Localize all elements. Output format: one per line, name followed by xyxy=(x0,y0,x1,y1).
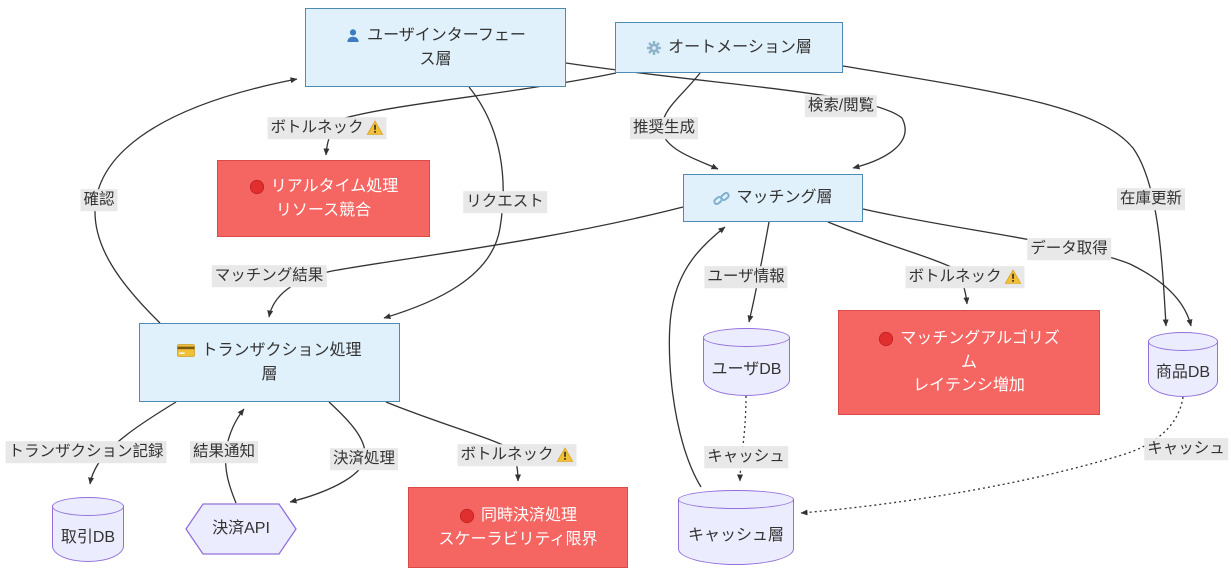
edge-label-cache-user: キャッシュ xyxy=(704,446,788,468)
red-circle-icon xyxy=(459,508,475,524)
node-label-matching-bottleneck: マッチングアルゴリズ ム レイテンシ増加 xyxy=(900,330,1060,395)
hexagon-shape xyxy=(185,503,297,555)
node-transaction-layer[interactable]: トランザクション処理 層 xyxy=(139,323,400,402)
edge-automation-to-itemdb xyxy=(842,65,1169,327)
edge-label-cache-item: キャッシュ xyxy=(1144,438,1228,460)
edge-label-result-notify: 結果通知 xyxy=(189,441,259,463)
link-icon xyxy=(713,191,731,206)
node-transaction-db[interactable]: 取引DB xyxy=(51,497,125,562)
node-matching-layer[interactable]: マッチング層 xyxy=(683,174,863,222)
node-label-automation-layer: オートメーション層 xyxy=(668,38,812,56)
edge-label-recommend: 推奨生成 xyxy=(629,117,699,139)
node-realtime-bottleneck[interactable]: リアルタイム処理 リソース競合 xyxy=(217,160,430,237)
red-circle-icon xyxy=(249,179,265,195)
edge-label-search-browse: 検索/閲覧 xyxy=(804,95,878,117)
node-label-item-db: 商品DB xyxy=(1155,363,1211,381)
gear-icon xyxy=(646,40,662,56)
user-icon xyxy=(345,28,361,44)
edge-label-bottleneck-matching: ボトルネック xyxy=(905,266,1025,288)
edge-label-payment-process: 決済処理 xyxy=(329,448,399,470)
edge-itemdb-to-cache xyxy=(800,396,1184,516)
credit-card-icon xyxy=(177,344,196,358)
red-circle-icon xyxy=(878,331,894,347)
warning-icon xyxy=(366,120,384,136)
edge-label-inventory-update: 在庫更新 xyxy=(1116,188,1186,210)
edge-label-request: リクエスト xyxy=(463,191,547,213)
node-label-matching-layer: マッチング層 xyxy=(736,189,833,207)
edge-label-data-fetch: データ取得 xyxy=(1027,238,1111,260)
edge-cache-to-matching xyxy=(668,226,726,488)
edge-label-user-info: ユーザ情報 xyxy=(704,266,788,288)
edge-label-transaction-record: トランザクション記録 xyxy=(5,441,167,463)
edge-transaction-to-payment-bottleneck xyxy=(385,401,521,482)
node-label-transaction-db: 取引DB xyxy=(60,528,116,546)
node-label-user-db: ユーザDB xyxy=(711,361,782,379)
node-label-ui-layer: ユーザインターフェー ス層 xyxy=(367,27,526,68)
node-label-transaction-layer: トランザクション処理 層 xyxy=(201,342,362,383)
node-ui-layer[interactable]: ユーザインターフェー ス層 xyxy=(305,8,566,87)
node-label-payment-api: 決済API xyxy=(212,520,270,538)
edge-userdb-to-cache xyxy=(737,395,747,482)
node-label-realtime-bottleneck: リアルタイム処理 リソース競合 xyxy=(270,178,399,219)
edge-label-bottleneck-payment: ボトルネック xyxy=(457,444,577,466)
node-payment-bottleneck[interactable]: 同時決済処理 スケーラビリティ限界 xyxy=(408,487,628,568)
node-user-db[interactable]: ユーザDB xyxy=(702,328,791,396)
node-payment-api[interactable]: 決済API xyxy=(185,503,297,555)
edge-matching-to-transaction xyxy=(267,206,684,318)
node-cache-layer[interactable]: キャッシュ層 xyxy=(677,490,795,565)
edge-label-bottleneck-realtime: ボトルネック xyxy=(267,117,387,139)
node-automation-layer[interactable]: オートメーション層 xyxy=(615,22,843,73)
node-item-db[interactable]: 商品DB xyxy=(1147,332,1219,397)
warning-icon xyxy=(1004,269,1022,285)
node-label-cache-layer: キャッシュ層 xyxy=(687,526,784,544)
node-matching-bottleneck[interactable]: マッチングアルゴリズ ム レイテンシ増加 xyxy=(838,310,1100,415)
edge-matching-to-matching-bottleneck xyxy=(827,221,970,305)
warning-icon xyxy=(556,447,574,463)
edge-label-matching-result: マッチング結果 xyxy=(211,265,327,287)
edge-ui-to-transaction xyxy=(383,86,504,320)
node-label-payment-bottleneck: 同時決済処理 スケーラビリティ限界 xyxy=(438,507,598,548)
edge-label-confirm: 確認 xyxy=(80,189,118,211)
